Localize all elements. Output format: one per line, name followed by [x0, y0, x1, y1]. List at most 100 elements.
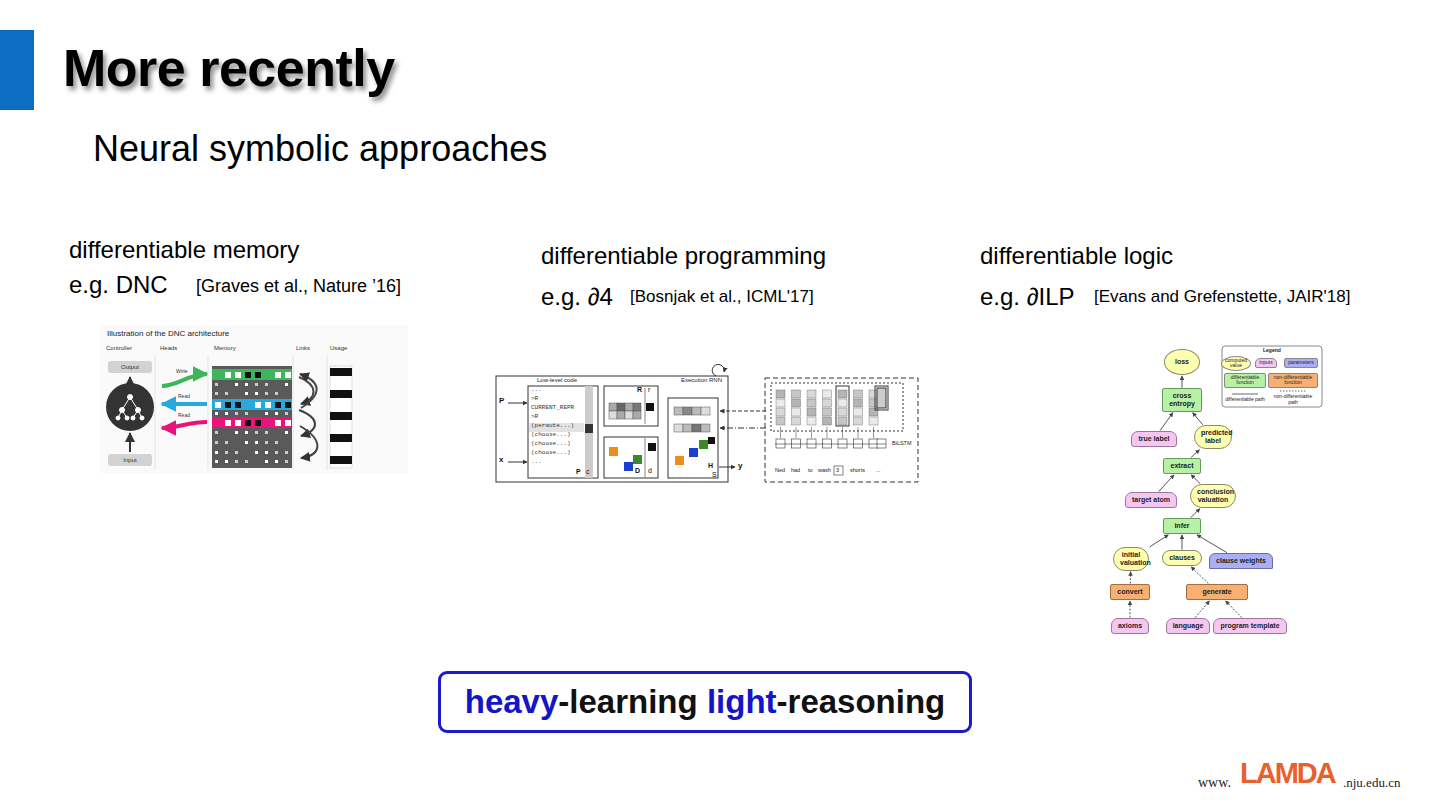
column-label: Controller: [106, 345, 132, 352]
input-box: Input: [108, 454, 152, 467]
output-box: Output: [108, 361, 152, 374]
flow-arrow: [1191, 450, 1200, 458]
slide-title: More recently: [63, 38, 395, 98]
node-text: target atom: [1132, 496, 1170, 504]
panel-letter: R: [637, 386, 642, 394]
token: Ned: [775, 467, 785, 473]
computed-value: clauses: [1162, 550, 1202, 566]
panel-letter: c: [586, 468, 590, 476]
token: ...: [876, 467, 881, 473]
legend-entry: inputs: [1255, 358, 1276, 368]
legend-swatch: inputs: [1255, 358, 1276, 368]
function-box: convert: [1110, 584, 1149, 600]
code-line: ...: [531, 387, 542, 394]
flow-arrow: [1197, 535, 1227, 553]
legend-line-sample: [1278, 389, 1308, 393]
panel-letter: P: [576, 468, 581, 476]
node-text: -reasoning: [777, 683, 946, 720]
flow-arrow: [1226, 601, 1242, 618]
input-tag: true label: [1131, 431, 1176, 447]
legend-text: differentiable function: [1228, 375, 1262, 386]
legend-swatch: computed value: [1221, 356, 1251, 371]
footer-url: .nju.edu.cn: [1343, 776, 1400, 791]
legend-entry: differentiable function: [1224, 373, 1266, 388]
computed-value: conclusion valuation: [1190, 484, 1236, 507]
summary-box: heavy-learninglight-reasoning: [438, 671, 973, 733]
arrow-label: Write: [176, 369, 188, 375]
function-box: extract: [1163, 458, 1201, 474]
input-tag: target atom: [1125, 492, 1177, 508]
function-box: generate: [1186, 584, 1248, 600]
column-label: Heads: [160, 345, 177, 352]
computed-value: loss: [1164, 349, 1200, 375]
code-line: (choose...): [531, 450, 571, 457]
panel-label: Low-level code: [537, 377, 577, 384]
legend-entry: parameters: [1284, 358, 1317, 368]
legend-text: parameters: [1288, 360, 1313, 366]
input-label: P: [499, 396, 504, 405]
figure-caption: Illustration of the DNC architecture: [107, 329, 229, 338]
panel-letter: H: [708, 462, 713, 470]
node-text: infer: [1170, 522, 1194, 530]
column-label: Usage: [330, 345, 347, 352]
panel-letter: D: [635, 467, 640, 475]
panel-label: Execution RNN: [681, 377, 722, 384]
arrow-label: Read: [178, 394, 190, 400]
legend-title: Legend: [1263, 348, 1281, 354]
flow-arrow: [1129, 601, 1130, 618]
token: wash: [818, 467, 831, 473]
node-text: generate: [1193, 588, 1241, 596]
legend-swatch: differentiable function: [1224, 373, 1266, 388]
code-line: (permute...): [531, 423, 574, 430]
node-text: predicted label: [1201, 429, 1225, 444]
node-text: -learning: [558, 683, 697, 720]
node-text: clauses: [1169, 554, 1195, 562]
example-name: e.g. ∂4: [541, 283, 613, 311]
computed-value: predicted label: [1194, 425, 1232, 448]
legend-swatch: non-differentiable function: [1268, 373, 1318, 388]
input-label: x: [499, 455, 503, 464]
column-label: Links: [296, 345, 310, 352]
flow-arrow: [1191, 567, 1208, 584]
node-text: loss: [1175, 358, 1189, 366]
function-box: cross entropy: [1162, 388, 1202, 411]
token: to: [808, 467, 813, 473]
flow-arrow: [1150, 535, 1169, 547]
node-text: axioms: [1118, 622, 1142, 630]
node-text: initial valuation: [1120, 551, 1142, 566]
token: 3: [836, 467, 839, 473]
logo: LAMDA: [1240, 757, 1335, 790]
column-heading: differentiable logic: [980, 242, 1173, 270]
node-text: extract: [1170, 462, 1194, 470]
arrow-label: Read: [178, 413, 190, 419]
legend-entry: computed value: [1221, 356, 1251, 371]
output-label: y: [738, 461, 742, 470]
input-tag: axioms: [1111, 618, 1149, 634]
flow-arrow: [1182, 535, 1183, 550]
node-text: language: [1173, 622, 1204, 630]
node-text: Input: [114, 457, 146, 464]
legend-entry: non-differentiable path: [1271, 389, 1315, 406]
node-text: conclusion valuation: [1197, 488, 1229, 503]
node-text: heavy: [465, 683, 559, 720]
token: had: [791, 467, 800, 473]
flow-arrow: [1191, 475, 1200, 484]
legend-entry: differentiable path: [1225, 392, 1265, 403]
legend-swatch: parameters: [1284, 358, 1317, 368]
node-text: Output: [114, 364, 146, 371]
flow-arrow: [1193, 413, 1203, 425]
legend-text: differentiable path: [1225, 397, 1265, 403]
subtitle: Neural symbolic approaches: [93, 128, 547, 169]
code-line: (choose...): [531, 432, 571, 439]
citation: [Graves et al., Nature ’16]: [196, 276, 401, 297]
legend-text: inputs: [1259, 360, 1272, 366]
panel-letter: d: [648, 467, 652, 475]
legend-text: non-differentiable function: [1272, 375, 1314, 386]
citation: [Bosnjak et al., ICML'17]: [630, 287, 814, 307]
legend-text: non-differentiable path: [1271, 394, 1315, 405]
legend-text: computed value: [1225, 358, 1247, 369]
legend-line-sample: [1230, 392, 1260, 396]
flow-arrow: [1181, 376, 1182, 388]
code-line: ...: [531, 459, 542, 466]
d4-illustration: [496, 364, 918, 482]
